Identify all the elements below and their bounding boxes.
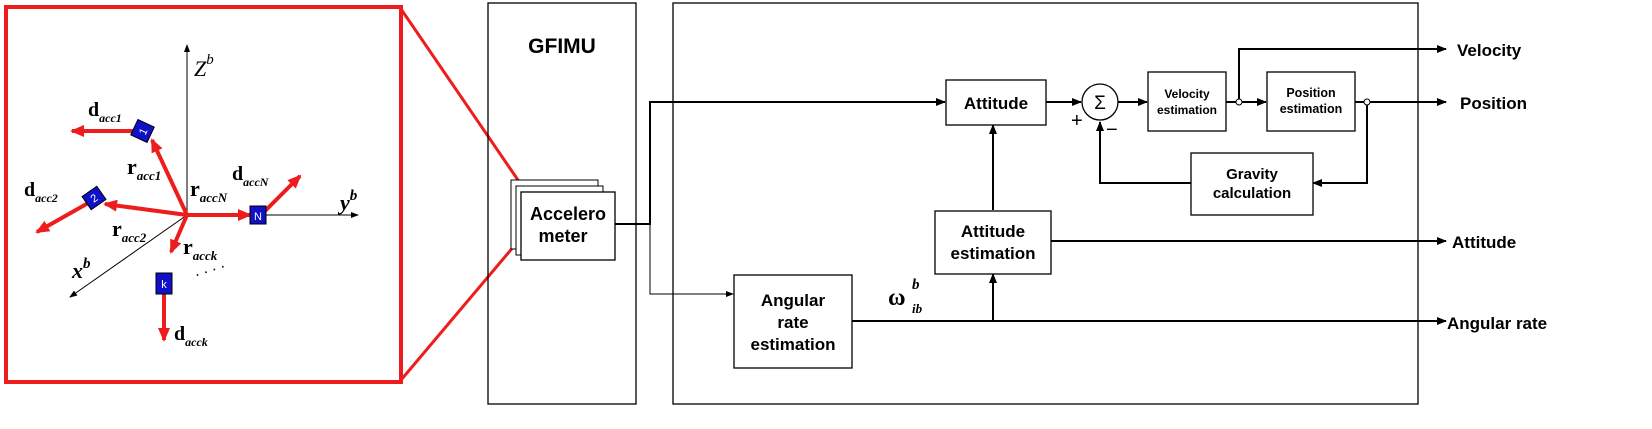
- svg-text:2: 2: [89, 192, 101, 205]
- minus-sign: −: [1106, 119, 1118, 141]
- x-axis: [69, 214, 188, 298]
- angular-rate-estimation-block: Angular rate estimation: [733, 274, 853, 369]
- x-axis-label: xb: [71, 256, 91, 283]
- svg-text:b: b: [912, 277, 920, 293]
- position-output-label: Position: [1460, 94, 1527, 113]
- processing-panel: [672, 2, 1419, 405]
- svg-text:k: k: [161, 279, 167, 291]
- r-acck-vector: [169, 214, 189, 254]
- svg-text:Gravity: Gravity: [1226, 166, 1278, 183]
- attitude-output-label: Attitude: [1452, 233, 1516, 252]
- svg-text:estimation: estimation: [1280, 102, 1343, 116]
- y-axis-label: yb: [337, 188, 358, 215]
- accelerometer-block: [520, 191, 616, 261]
- d-accN-vector: [261, 174, 302, 215]
- sensor-k: k: [155, 272, 173, 295]
- svg-text:estimation: estimation: [950, 244, 1035, 263]
- d-acck-label: dacck: [174, 323, 208, 349]
- svg-text:ω: ω: [888, 285, 906, 311]
- summation-node: Σ + −: [1071, 83, 1119, 141]
- svg-text:Velocity: Velocity: [1164, 87, 1210, 101]
- sensor-2: 2: [81, 185, 107, 211]
- svg-text:Angular: Angular: [761, 291, 826, 310]
- body-frame-border: [4, 5, 403, 384]
- sensor-1: 1: [130, 118, 155, 144]
- d-accN-label: daccN: [232, 163, 270, 189]
- accelerometer-label-2: meter: [538, 226, 587, 246]
- accelerometer-label-1: Accelero: [530, 204, 606, 224]
- r-acc1-label: racc1: [127, 154, 161, 183]
- svg-text:Attitude: Attitude: [961, 222, 1025, 241]
- svg-text:N: N: [254, 211, 262, 223]
- zoom-line-bottom: [399, 238, 522, 381]
- z-axis-label: Zb: [194, 52, 214, 81]
- position-junction: [1363, 98, 1371, 106]
- r-acck-label: racck: [183, 234, 218, 263]
- gfimu-title: GFIMU: [528, 35, 596, 58]
- position-estimation-block: Position estimation: [1266, 71, 1356, 132]
- d-acc1-label: dacc1: [88, 99, 122, 125]
- zoom-line-top: [399, 8, 522, 184]
- attitude-estimation-block: Attitude estimation: [934, 210, 1052, 275]
- r-acc2-vector: [103, 199, 188, 217]
- omega-label: ω b ib: [888, 277, 923, 316]
- velocity-estimation-block: Velocity estimation: [1147, 71, 1227, 132]
- svg-text:ib: ib: [912, 301, 923, 316]
- wiring: [615, 45, 1447, 325]
- velocity-output-label: Velocity: [1457, 41, 1522, 60]
- d-acc2-label: dacc2: [24, 179, 58, 205]
- svg-text:estimation: estimation: [750, 335, 835, 354]
- gfimu-panel: GFIMU Accelero meter: [487, 2, 637, 405]
- svg-text:Attitude: Attitude: [964, 94, 1028, 113]
- gravity-calculation-block: Gravity calculation: [1190, 152, 1314, 216]
- body-frame-panel: Zb yb xb 1 2 N k dacc1 dacc2: [4, 5, 403, 384]
- r-accN-label: raccN: [190, 176, 228, 205]
- angular-rate-output-label: Angular rate: [1447, 314, 1547, 333]
- velocity-junction: [1235, 98, 1243, 106]
- svg-text:rate: rate: [777, 313, 808, 332]
- r-acc1-vector: [150, 138, 189, 216]
- plus-sign: +: [1071, 110, 1083, 132]
- d-acc2-vector: [35, 200, 91, 234]
- r-acc2-label: racc2: [112, 216, 147, 245]
- sensor-N: N: [249, 205, 267, 225]
- svg-text:calculation: calculation: [1213, 185, 1291, 202]
- svg-text:Σ: Σ: [1094, 93, 1106, 114]
- svg-text:estimation: estimation: [1157, 103, 1217, 117]
- svg-text:Position: Position: [1286, 86, 1335, 100]
- attitude-block: Attitude: [945, 79, 1047, 126]
- svg-text:1: 1: [137, 127, 150, 138]
